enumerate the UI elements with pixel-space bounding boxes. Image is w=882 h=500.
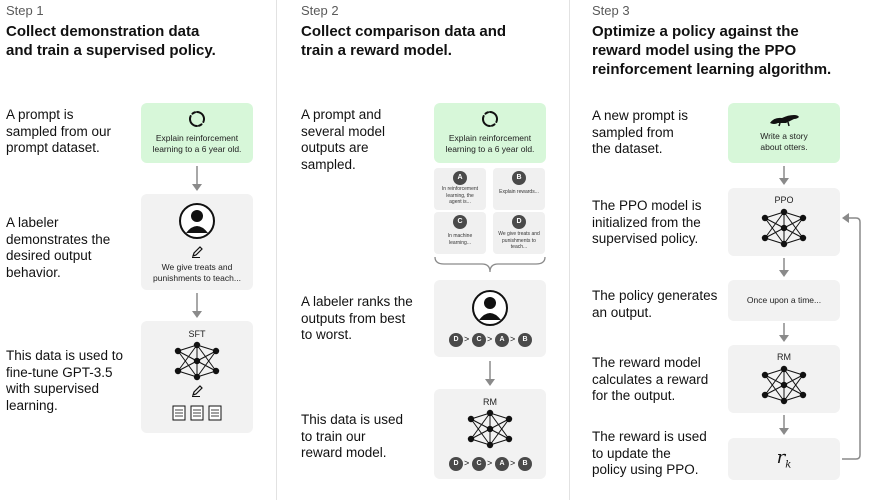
rank-sep: > <box>487 334 493 344</box>
feedback-loop-arrow <box>842 213 861 460</box>
otter-icon <box>770 115 799 127</box>
output-text-b: Explain rewards... <box>499 189 539 195</box>
step3-ppo-box: PPO <box>728 188 840 256</box>
step3-rm-box: RM <box>728 345 840 413</box>
column-divider-2 <box>569 0 570 500</box>
step1-sft-box: SFT <box>141 321 253 433</box>
ppo-label: PPO <box>774 195 794 205</box>
arrow-down <box>779 166 789 185</box>
recycle-icon <box>189 111 205 127</box>
output-letter-c: C <box>453 215 467 229</box>
output-letter-a: A <box>453 171 467 185</box>
rank-1: D <box>449 333 463 347</box>
arrow-down <box>779 323 789 342</box>
rank-3: A <box>495 457 509 471</box>
step3-reward-box: rk <box>728 438 840 480</box>
rank-4: B <box>518 457 532 471</box>
output-letter-b: B <box>512 171 526 185</box>
arrow-down <box>779 415 789 435</box>
brace <box>434 256 546 273</box>
rank-sep: > <box>487 458 493 468</box>
document-icon <box>208 405 222 421</box>
column-divider-1 <box>276 0 277 500</box>
rank-2: C <box>472 457 486 471</box>
arrow-down <box>192 293 202 318</box>
rank-sep: > <box>464 458 470 468</box>
rank-sep: > <box>464 334 470 344</box>
output-box-b: B Explain rewards... <box>493 168 545 210</box>
recycle-icon <box>482 111 498 127</box>
pencil-icon <box>192 385 203 397</box>
rm-label: RM <box>777 352 791 362</box>
neural-net-icon <box>174 341 220 381</box>
reward-symbol: rk <box>776 447 792 471</box>
rm-label: RM <box>483 397 497 407</box>
step2-rm-box: RM D > C > A > B <box>434 389 546 479</box>
rank-2: C <box>472 333 486 347</box>
arrow-down <box>485 361 495 386</box>
neural-net-icon <box>761 208 807 248</box>
step2-label: Step 2 <box>301 3 339 18</box>
rank-sep: > <box>510 334 516 344</box>
person-icon <box>179 203 215 239</box>
arrow-down <box>779 258 789 277</box>
neural-net-icon <box>761 365 807 405</box>
rank-1: D <box>449 457 463 471</box>
pencil-icon <box>192 246 203 258</box>
step1-label: Step 1 <box>6 3 44 18</box>
output-text: Once upon a time... <box>746 295 822 305</box>
output-letter-d: D <box>512 215 526 229</box>
rank-sep: > <box>510 458 516 468</box>
document-icon <box>190 405 204 421</box>
document-icon <box>172 405 186 421</box>
sft-label: SFT <box>188 329 206 339</box>
person-icon <box>472 290 508 326</box>
arrow-down <box>192 166 202 191</box>
step3-output-box: Once upon a time... <box>728 280 840 321</box>
step2-rank-box: D > C > A > B <box>434 280 546 357</box>
ranking-row: D > C > A > B <box>449 333 533 347</box>
rank-4: B <box>518 333 532 347</box>
neural-net-icon <box>467 409 513 449</box>
step3-label: Step 3 <box>592 3 630 18</box>
rank-3: A <box>495 333 509 347</box>
ranking-row: D > C > A > B <box>449 457 533 471</box>
